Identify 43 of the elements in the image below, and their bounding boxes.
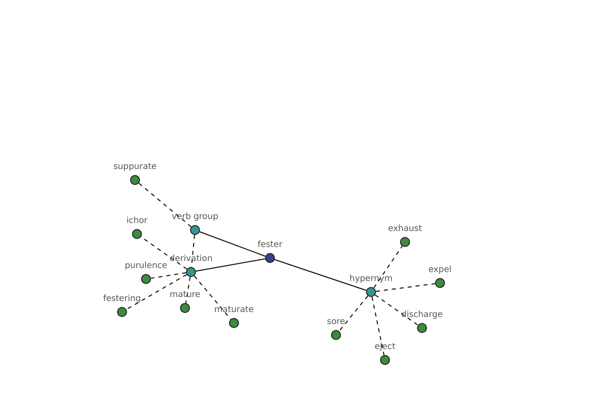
node-label: ichor: [126, 216, 148, 226]
graph-node: [132, 229, 142, 239]
node-label: sore: [326, 317, 346, 327]
dashed-connector: [338, 295, 368, 332]
graph-node: [417, 323, 427, 333]
node-label: derivation: [170, 254, 212, 264]
node-label: discharge: [401, 310, 443, 320]
dashed-connector: [372, 296, 384, 356]
dashed-connector: [373, 246, 403, 288]
dashed-connector: [185, 276, 191, 304]
node-label: eject: [374, 342, 396, 352]
graph-node: [331, 330, 341, 340]
connector: [274, 259, 367, 291]
node-label: expel: [428, 265, 452, 275]
node-label: exhaust: [388, 224, 422, 234]
node-label: maturate: [214, 305, 254, 315]
graph-node: [130, 175, 140, 185]
node-label: hypernym: [349, 274, 393, 284]
graph-node: [435, 278, 445, 288]
dashed-connector: [138, 182, 192, 228]
graph-node: [265, 253, 275, 263]
dashed-connector: [126, 274, 188, 310]
node-label: mature: [170, 290, 200, 300]
graph-node: [141, 274, 151, 284]
graph-node: [229, 318, 239, 328]
dashed-connector: [150, 272, 187, 279]
graph-node: [180, 303, 190, 313]
graph-node: [380, 355, 390, 365]
node-label: fester: [258, 240, 282, 250]
node-label: verb group: [172, 212, 218, 222]
graph-node: [117, 307, 127, 317]
node-label: suppurate: [113, 162, 157, 172]
graph-node: [366, 287, 376, 297]
dashed-connector: [375, 283, 436, 292]
graph-node: [400, 237, 410, 247]
graph-node: [186, 267, 196, 277]
connector: [195, 258, 266, 272]
dashed-connector: [374, 294, 418, 326]
node-label: festering: [103, 294, 141, 304]
graph-node: [190, 225, 200, 235]
node-label: purulence: [124, 261, 168, 271]
dashed-connector: [194, 275, 232, 320]
connector: [199, 231, 266, 257]
